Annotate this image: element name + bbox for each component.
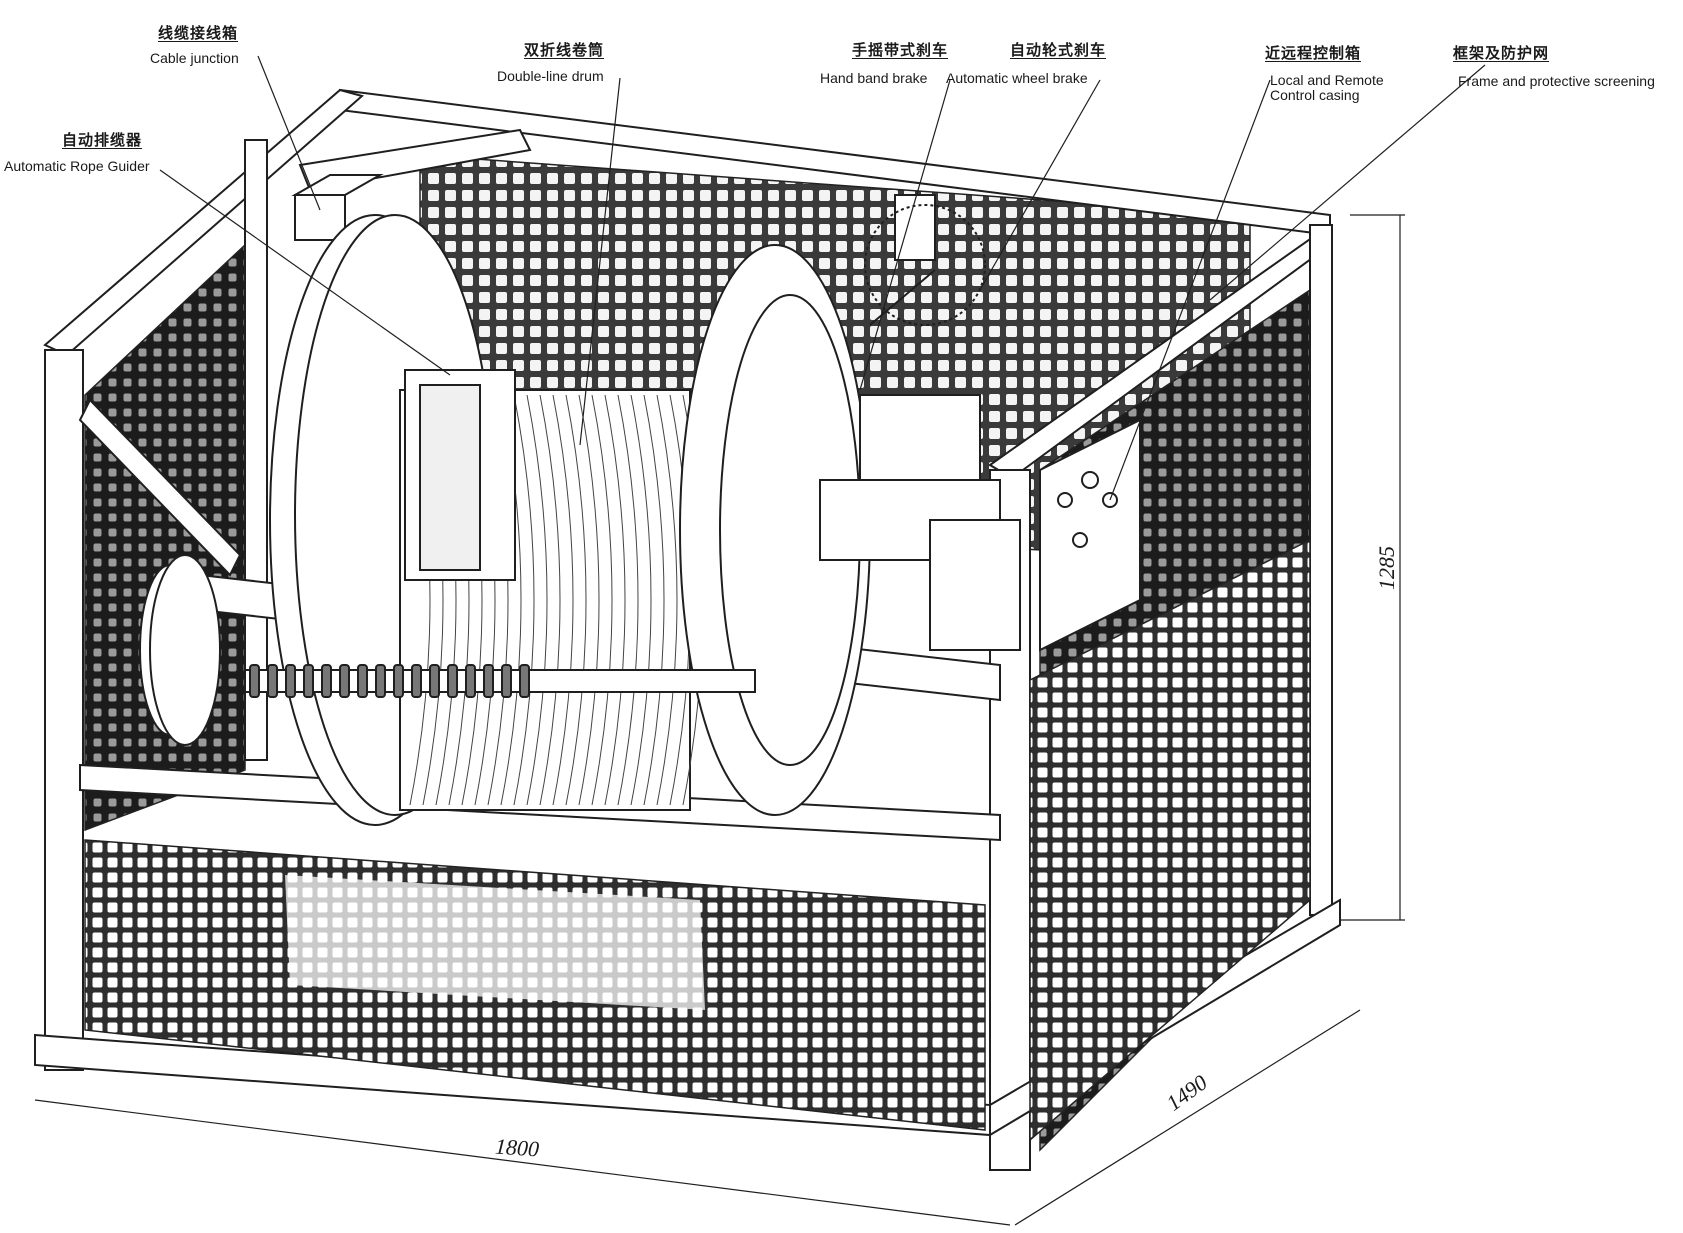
front-lower-mesh xyxy=(84,839,986,1131)
label-cable-junction-en: Cable junction xyxy=(150,50,239,66)
right-front-mesh xyxy=(1029,538,1311,1142)
label-control-casing-en-1: Local and Remote xyxy=(1270,72,1384,88)
control-casing xyxy=(1039,418,1141,652)
label-double-drum-en: Double-line drum xyxy=(497,68,604,84)
leader-lines xyxy=(159,55,1486,501)
label-control-casing-en-2: Control casing xyxy=(1270,87,1360,103)
dimension-height: 1285 xyxy=(1374,546,1399,590)
label-double-drum-zh: 双折线卷筒 xyxy=(524,41,605,59)
label-cable-junction-zh: 线缆接线箱 xyxy=(158,24,239,42)
label-control-casing-zh: 近远程控制箱 xyxy=(1265,44,1362,62)
label-hand-brake-zh: 手摇带式刹车 xyxy=(852,41,949,59)
label-wheel-brake-en: Automatic wheel brake xyxy=(946,70,1088,86)
cable-junction-box xyxy=(291,174,384,241)
brake-assembly xyxy=(819,194,1021,651)
label-frame-screen-zh: 框架及防护网 xyxy=(1453,44,1550,62)
dimension-lines xyxy=(34,214,1405,1226)
label-frame-screen-en: Frame and protective screening xyxy=(1458,73,1655,89)
label-hand-brake-en: Hand band brake xyxy=(820,70,928,86)
rope-guider xyxy=(139,369,756,746)
label-wheel-brake-zh: 自动轮式刹车 xyxy=(1010,41,1107,59)
label-rope-guider-zh: 自动排缆器 xyxy=(62,131,143,149)
dimension-length: 1800 xyxy=(494,1133,540,1162)
label-rope-guider-en: Automatic Rope Guider xyxy=(4,158,150,174)
